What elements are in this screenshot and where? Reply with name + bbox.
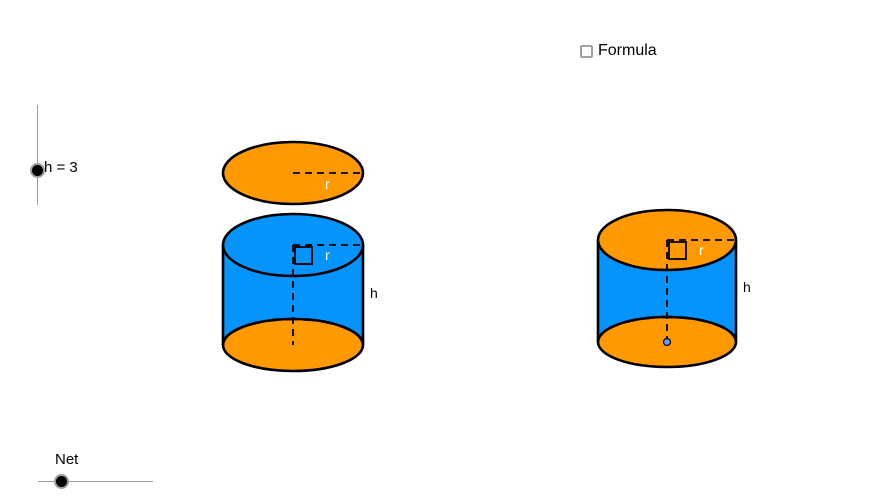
formula-checkbox[interactable]: Formula: [580, 42, 657, 60]
checkbox-box-icon[interactable]: [580, 44, 593, 58]
solid-radius-label: r: [699, 242, 704, 258]
net-slider-track[interactable]: [38, 481, 153, 482]
exploded-cylinder-svg: [221, 140, 365, 373]
net-slider[interactable]: Net: [30, 445, 170, 498]
height-slider[interactable]: h = 3: [0, 95, 120, 215]
height-slider-track[interactable]: [37, 105, 38, 205]
solid-cylinder: r h: [588, 205, 758, 375]
exploded-detached-radius-label: r: [325, 176, 330, 192]
solid-height-label: h: [743, 279, 751, 295]
solid-center-point[interactable]: [662, 337, 672, 347]
exploded-body-radius-label: r: [325, 247, 330, 263]
height-slider-knob[interactable]: [30, 163, 45, 178]
net-slider-knob[interactable]: [54, 474, 69, 489]
exploded-cylinder: r r h: [210, 130, 390, 380]
net-slider-label: Net: [55, 451, 79, 468]
height-slider-label: h = 3: [44, 159, 78, 176]
solid-right-angle-marker: [668, 241, 687, 260]
exploded-body-height-label: h: [370, 285, 378, 301]
solid-cylinder-svg: [596, 208, 738, 369]
right-angle-marker: [294, 246, 313, 265]
formula-checkbox-label: Formula: [598, 42, 657, 59]
